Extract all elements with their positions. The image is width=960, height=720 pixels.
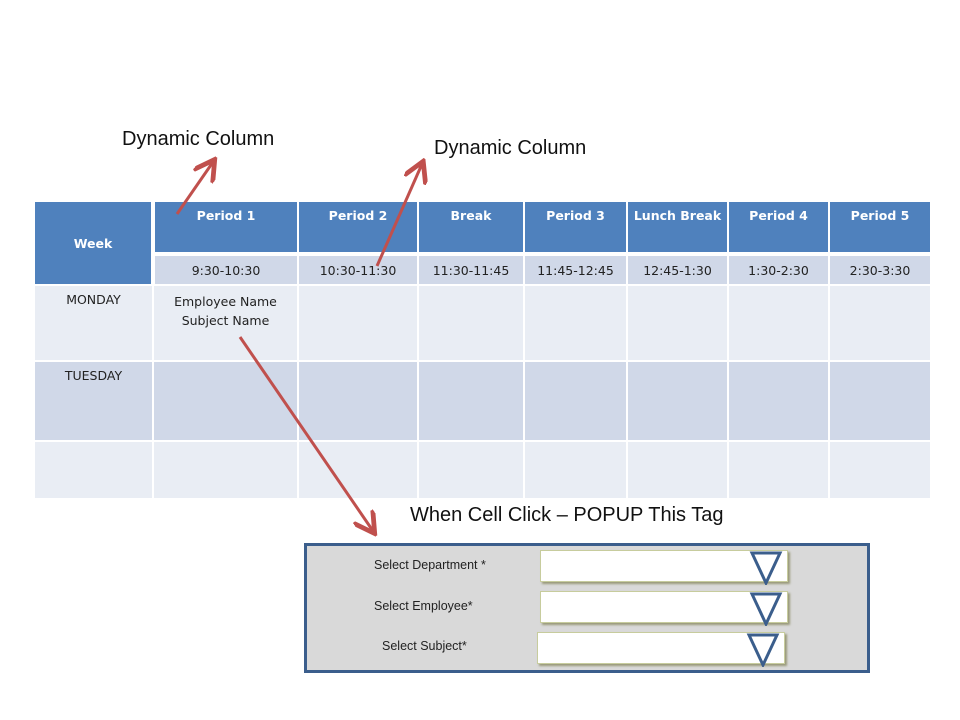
time-slot: 1:30-2:30 <box>727 252 830 286</box>
timetable-cell[interactable] <box>727 360 830 442</box>
dropdown-triangle-icon[interactable] <box>749 592 783 626</box>
time-slot: 12:45-1:30 <box>626 252 729 286</box>
column-header[interactable]: Period 1 <box>152 200 299 255</box>
column-header[interactable]: Lunch Break <box>626 200 729 255</box>
timetable-cell[interactable] <box>828 284 932 362</box>
timetable-cell[interactable] <box>417 360 525 442</box>
timetable-cell[interactable] <box>417 284 525 362</box>
time-row: 9:30-10:30 10:30-11:30 11:30-11:45 11:45… <box>34 252 932 286</box>
employee-select[interactable] <box>540 591 788 626</box>
popup-caption: When Cell Click – POPUP This Tag <box>410 504 724 526</box>
department-select[interactable] <box>540 550 788 585</box>
timetable-cell[interactable] <box>626 360 729 442</box>
column-header[interactable]: Break <box>417 200 525 255</box>
timetable-cell[interactable] <box>297 360 419 442</box>
timetable-cell[interactable] <box>523 440 628 500</box>
time-slot: 10:30-11:30 <box>297 252 419 286</box>
subject-name: Subject Name <box>181 313 270 328</box>
week-header: Week <box>33 200 155 286</box>
table-row: MONDAY Employee Name Subject Name <box>33 284 932 362</box>
column-header[interactable]: Period 2 <box>297 200 419 255</box>
timetable-cell[interactable] <box>727 284 830 362</box>
timetable-cell[interactable] <box>727 440 830 500</box>
table-row <box>33 440 932 500</box>
timetable-cell[interactable] <box>626 440 729 500</box>
header-row: Week Period 1 Period 2 Break Period 3 Lu… <box>33 200 932 286</box>
timetable-cell[interactable] <box>297 284 419 362</box>
time-slot: 9:30-10:30 <box>152 252 299 286</box>
time-slot: 11:45-12:45 <box>523 252 628 286</box>
time-slot: 11:30-11:45 <box>417 252 525 286</box>
dropdown-triangle-icon[interactable] <box>746 633 780 667</box>
popup-form: Select Department * Select Employee* Sel… <box>304 543 870 673</box>
table-row: TUESDAY <box>33 360 932 442</box>
timetable-cell[interactable]: Employee Name Subject Name <box>152 284 299 362</box>
department-label: Select Department * <box>374 558 486 572</box>
column-header[interactable]: Period 3 <box>523 200 628 255</box>
timetable: Week Period 1 Period 2 Break Period 3 Lu… <box>33 200 932 500</box>
time-slot: 2:30-3:30 <box>828 252 932 286</box>
employee-name: Employee Name <box>174 294 277 309</box>
dropdown-triangle-icon[interactable] <box>749 551 783 585</box>
timetable-cell[interactable] <box>626 284 729 362</box>
timetable-cell[interactable] <box>297 440 419 500</box>
day-label <box>33 440 154 500</box>
timetable-cell[interactable] <box>523 360 628 442</box>
day-label: TUESDAY <box>33 360 154 442</box>
subject-label: Select Subject* <box>382 639 467 653</box>
dynamic-column-annotation: Dynamic Column <box>122 128 275 150</box>
subject-select[interactable] <box>537 632 785 667</box>
day-label: MONDAY <box>33 284 154 362</box>
timetable-cell[interactable] <box>152 440 299 500</box>
employee-label: Select Employee* <box>374 599 473 613</box>
column-header[interactable]: Period 4 <box>727 200 830 255</box>
column-header[interactable]: Period 5 <box>828 200 932 255</box>
timetable-cell[interactable] <box>417 440 525 500</box>
timetable-cell[interactable] <box>828 360 932 442</box>
dynamic-column-annotation: Dynamic Column <box>434 137 587 159</box>
timetable-cell[interactable] <box>152 360 299 442</box>
timetable-cell[interactable] <box>523 284 628 362</box>
timetable-cell[interactable] <box>828 440 932 500</box>
